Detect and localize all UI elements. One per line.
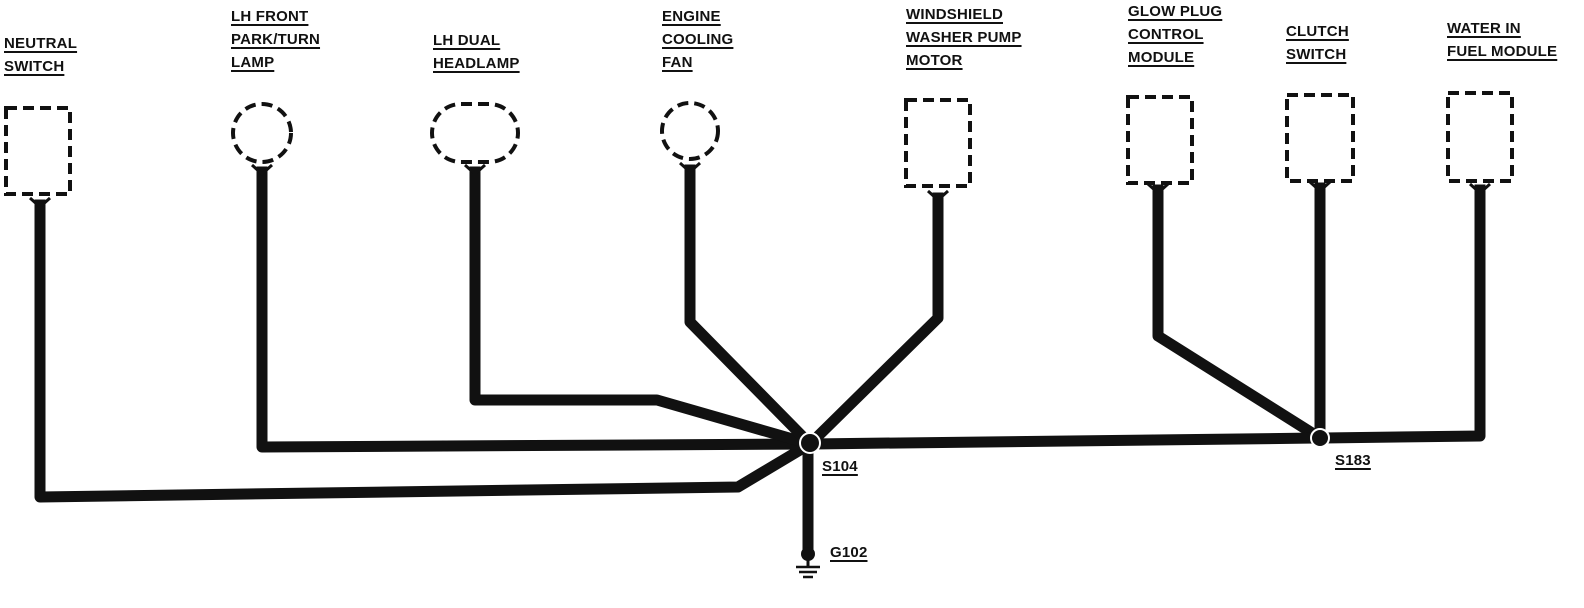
splice-s183-dot — [1310, 428, 1330, 448]
clutch-switch-outline — [1285, 93, 1355, 183]
terminal-neutral-switch — [28, 196, 52, 210]
terminal-lh-front-park-turn-lamp — [250, 163, 274, 177]
splice-s183-label: S183 — [1335, 452, 1371, 469]
glow-plug-control-module-outline — [1126, 95, 1194, 185]
terminal-engine-cooling-fan — [678, 161, 702, 175]
lh-front-park-turn-lamp-outline — [231, 102, 293, 164]
lh-dual-headlamp-outline — [430, 102, 520, 164]
windshield-washer-pump-motor-outline — [904, 98, 972, 188]
wires — [34, 164, 1486, 559]
terminal-glow-plug-control-module — [1146, 182, 1170, 196]
wire-glow-plug-control-module — [1152, 184, 1328, 446]
wire-neutral-switch — [34, 199, 818, 503]
lh-dual-headlamp-label: LH DUAL HEADLAMP — [433, 32, 520, 72]
engine-cooling-fan-label: ENGINE COOLING FAN — [662, 8, 734, 71]
wire-lh-dual-headlamp — [469, 166, 817, 451]
water-in-fuel-module-label: WATER IN FUEL MODULE — [1447, 20, 1558, 60]
wire-s104-to-s183 — [804, 432, 1326, 450]
engine-cooling-fan-outline — [660, 101, 720, 161]
component-outlines — [4, 91, 1514, 196]
splice-s104-dot — [799, 432, 821, 454]
ground-g102-label: G102 — [830, 544, 868, 561]
splice-s104-label: S104 — [822, 458, 858, 475]
wire-lh-front-park-turn-lamp — [256, 166, 816, 453]
neutral-switch-label: NEUTRAL SWITCH — [4, 35, 78, 75]
terminal-water-in-fuel-module — [1468, 182, 1492, 196]
clutch-switch-label: CLUTCH SWITCH — [1286, 23, 1349, 63]
wire-water-in-fuel-module — [1314, 184, 1486, 444]
connector-terminals — [28, 161, 1492, 210]
glow-plug-control-module-label: GLOW PLUG CONTROL MODULE — [1128, 3, 1223, 66]
terminal-clutch-switch — [1308, 180, 1332, 194]
wire-engine-cooling-fan — [684, 164, 818, 452]
ground-symbol-icon — [796, 547, 820, 579]
windshield-washer-pump-motor-label: WINDSHIELD WASHER PUMP MOTOR — [906, 6, 1022, 69]
terminal-lh-dual-headlamp — [463, 163, 487, 177]
water-in-fuel-module-outline — [1446, 91, 1514, 183]
lh-front-park-turn-lamp-label: LH FRONT PARK/TURN LAMP — [231, 8, 321, 71]
wire-windshield-washer-pump-motor — [802, 192, 944, 452]
terminal-windshield-washer-pump-motor — [926, 189, 950, 203]
neutral-switch-outline — [4, 106, 72, 196]
